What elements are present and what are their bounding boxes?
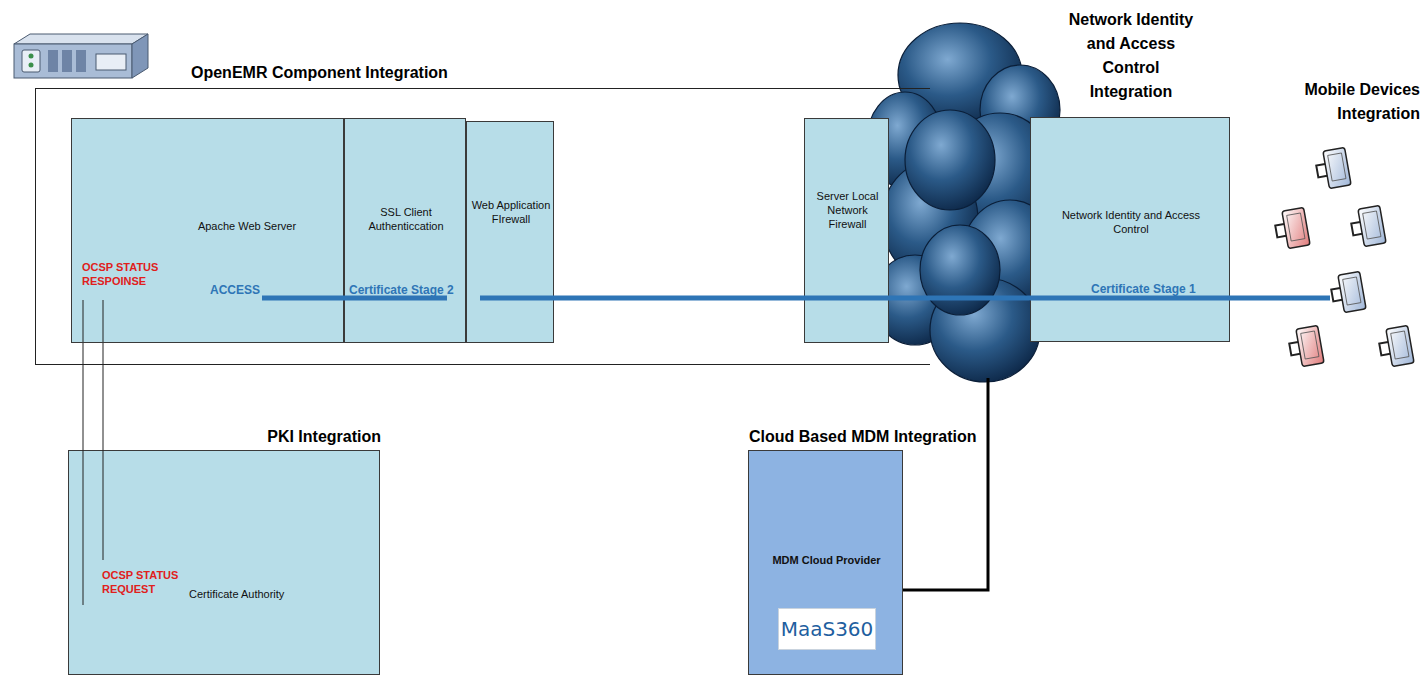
ocsp-line [103,300,104,560]
region-heading: PKI Integration [181,425,381,449]
tablet-icon [1349,205,1386,248]
mobile-devices [1273,147,1414,368]
tablet-icon [1377,325,1414,368]
tablet-icon [1273,207,1310,250]
firewall-box: Server Local Network Firewall [804,118,889,343]
box-label: Network Identity and Access Control [1051,208,1211,236]
box-label: Web Application FIrewall [471,198,551,226]
box-label: MDM Cloud Provider [764,553,889,567]
ocsp-connector [83,343,84,450]
tablet-icon [1314,147,1351,190]
server-box: Apache Web ServerOCSP STATUS RESPOINSE AC… [71,118,344,343]
tablet-icon [1287,325,1324,368]
ocsp-line [83,300,84,605]
box-label: Certificate Authority [189,587,349,601]
access-control-box: Network Identity and Access Control Inte… [1030,117,1230,342]
auth-box: SSL Client AuthenticcationCertificate St… [344,118,466,343]
mdm-link-line [903,378,988,590]
stage-label: ACCESS [210,283,280,298]
region-heading: OpenEMR Component Integration [191,61,511,85]
tablet-icon [1329,271,1366,314]
integration-region: OpenEMR Component IntegrationApache Web … [35,88,930,365]
server-icon [14,34,148,78]
access-path-line [480,296,1330,301]
region-heading: Network Identity and Access Control Inte… [1061,8,1201,104]
box-label: Server Local Network Firewall [809,189,886,231]
pki-box: PKI IntegrationOCSP STATUS REQUESTCertif… [68,450,380,675]
group-heading: Mobile Devices Integration [1262,78,1420,126]
provider-logo: MaaS360 [778,608,876,650]
firewall-box: Web Application FIrewall [466,121,554,343]
ocsp-label: OCSP STATUS RESPOINSE [82,260,172,288]
ocsp-connector [103,343,104,450]
stage-label: Certificate Stage 2 [349,283,465,298]
stage-label: Certificate Stage 1 [1091,282,1229,297]
box-label: SSL Client Authenticcation [350,205,462,233]
access-path-line [262,296,447,301]
region-heading: Cloud Based MDM Integration [749,425,1009,449]
ocsp-label: OCSP STATUS REQUEST [102,568,184,596]
box-label: Apache Web Server [157,219,337,233]
